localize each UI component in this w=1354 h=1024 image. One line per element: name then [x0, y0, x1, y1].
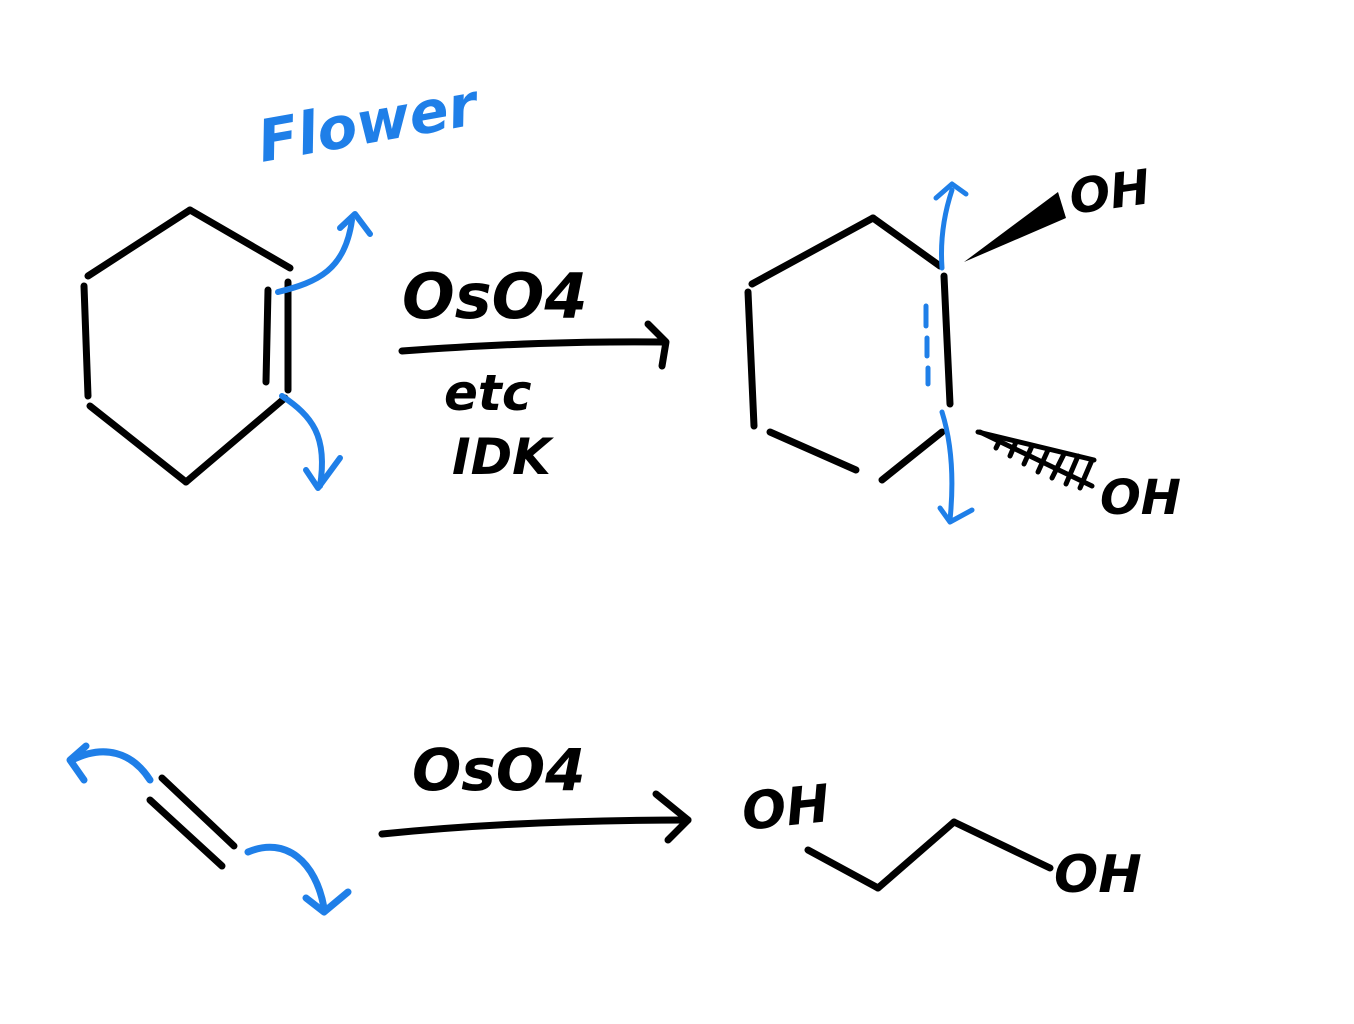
wedge-bond-top — [964, 192, 1066, 262]
hydroxyl-label-top: OH — [1066, 159, 1154, 226]
reaction-arrow-1 — [398, 320, 670, 370]
hydroxyl-label-right: OH — [1054, 845, 1142, 905]
hydroxyl-label-left: OH — [739, 774, 833, 843]
electron-flow-arrows-2 — [66, 742, 352, 916]
hydroxyl-label-bottom: OH — [1100, 470, 1181, 526]
broken-bond-indicator — [923, 181, 975, 525]
reagent-idk: IDK — [452, 428, 554, 486]
reagent-osmium-tetroxide-2: OsO4 — [412, 736, 586, 804]
reagent-etc: etc — [444, 364, 532, 422]
flower-annotation: Flower — [253, 70, 486, 176]
hashed-wedge-bond-bottom — [975, 429, 1097, 491]
cyclohexanediol-structure — [744, 214, 954, 484]
ethylene-glycol-structure — [804, 818, 1054, 892]
ethene-structure — [146, 774, 238, 870]
reaction-arrow-2 — [378, 790, 692, 844]
electron-flow-arrows-1 — [275, 211, 373, 491]
cyclohexene-structure — [80, 206, 294, 486]
reagent-osmium-tetroxide-1: OsO4 — [402, 260, 587, 333]
